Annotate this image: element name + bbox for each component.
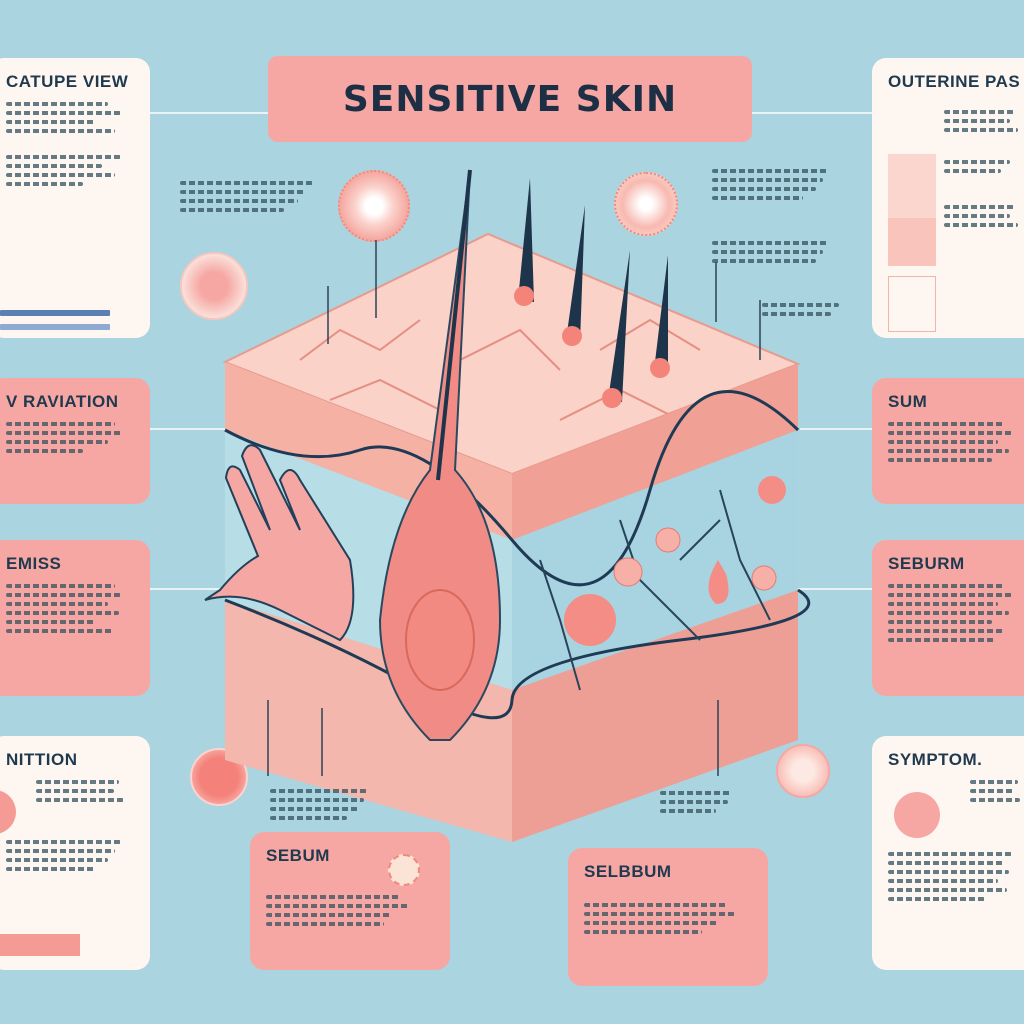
panel-heading: SUM (888, 392, 928, 411)
panel-heading: NITTION (6, 750, 78, 769)
subcutaneous-layer (512, 590, 798, 842)
emiss-panel: EMISS (0, 540, 150, 696)
seburm-panel: SEBURM (872, 540, 1024, 696)
annotation-text (660, 786, 740, 818)
connector-line (150, 428, 240, 430)
cell-icon (180, 252, 248, 320)
annotation-text (270, 784, 380, 825)
panel-heading: OUTERINE PAS (888, 72, 1021, 91)
epidermis-layer (225, 362, 512, 540)
panel-heading: EMISS (6, 554, 62, 573)
cell-icon (338, 170, 410, 242)
uv-radiation-panel: V RAVIATION (0, 378, 150, 504)
connector-line (752, 112, 872, 114)
page-title-banner: SENSITIVE SKIN (268, 56, 752, 142)
hair-follicle (378, 169, 502, 741)
epidermis-layer (512, 364, 798, 540)
droplet-icon (708, 560, 729, 604)
panel-heading: SYMPTOM. (888, 750, 983, 769)
nition-panel: NITTION (0, 736, 150, 970)
hair-strand (518, 178, 534, 302)
hand-illustration (204, 444, 355, 642)
panel-heading: V RAVIATION (6, 392, 119, 411)
connector-line (780, 588, 872, 590)
hair-strand (608, 250, 630, 402)
dermis-layer (225, 430, 512, 690)
annotation-text (712, 164, 842, 205)
cell-icon (776, 744, 830, 798)
selbbum-bottom-panel: SELBBUM (568, 848, 768, 986)
bacteria-icon (758, 476, 786, 504)
outerine-panel: OUTERINE PAS (872, 58, 1024, 338)
annotation-text (180, 176, 328, 217)
panel-heading: SEBUM (266, 846, 330, 865)
connector-line (150, 588, 230, 590)
symptom-panel: SYMPTOM. (872, 736, 1024, 970)
sum-panel: SUM (872, 378, 1024, 504)
bacteria-icon (564, 594, 616, 646)
capture-view-panel: CATUPE VIEW (0, 58, 150, 338)
annotation-text (762, 298, 848, 321)
annotation-text (712, 236, 842, 268)
hair-strand (654, 255, 668, 372)
page-title: SENSITIVE SKIN (342, 78, 678, 120)
hair-strand (566, 205, 585, 342)
skin-top-surface (222, 232, 801, 476)
panel-heading: SEBURM (888, 554, 965, 573)
sebum-bottom-panel: SEBUM (250, 832, 450, 970)
connector-line (800, 428, 872, 430)
cell-icon (190, 748, 248, 806)
cell-icon (614, 172, 678, 236)
connector-line (150, 112, 270, 114)
panel-heading: SELBBUM (584, 862, 672, 881)
dermis-layer (512, 430, 798, 690)
panel-heading: CATUPE VIEW (6, 72, 129, 91)
